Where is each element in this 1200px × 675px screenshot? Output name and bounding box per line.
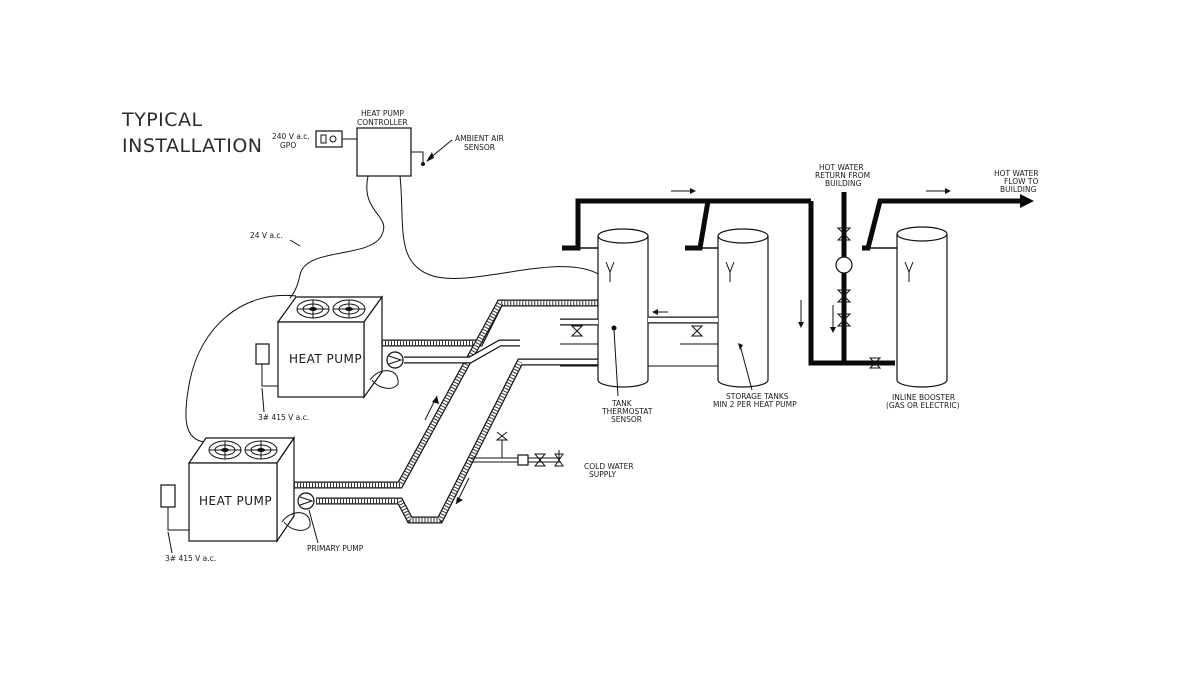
title-line-1: TYPICAL bbox=[121, 109, 203, 131]
power-leader-lower bbox=[167, 531, 173, 554]
return-label-1: HOT WATER bbox=[819, 163, 864, 172]
return-label-3: BUILDING bbox=[825, 179, 862, 188]
tank-sensor-label-1: TANK bbox=[611, 399, 633, 408]
tank-sensor-label-3: SENSOR bbox=[611, 415, 642, 424]
return-line-valves bbox=[835, 227, 853, 327]
flow-label-1: HOT WATER bbox=[994, 169, 1039, 178]
gpo-outlet bbox=[315, 130, 357, 148]
cold-water-supply-line bbox=[470, 431, 564, 467]
return-label-2: RETURN FROM bbox=[815, 171, 870, 180]
isolator-lower bbox=[160, 484, 176, 508]
isolator-lower-cable bbox=[167, 507, 189, 531]
isolator-upper-cable bbox=[261, 364, 278, 387]
heat-pump-lower bbox=[187, 436, 296, 543]
hot-water-header bbox=[562, 192, 1034, 366]
isolator-upper bbox=[255, 343, 270, 365]
power-leader-upper bbox=[261, 387, 265, 413]
tank-sensor-label-2: THERMOSTAT bbox=[601, 407, 653, 416]
heat-pump-controller bbox=[356, 127, 412, 177]
primary-return-pipe bbox=[316, 339, 600, 524]
control-cables bbox=[185, 175, 614, 443]
heat-pump-upper-label: HEAT PUMP bbox=[289, 352, 362, 366]
ambient-label-1: AMBIENT AIR bbox=[455, 134, 504, 143]
storage-leader-arrow bbox=[738, 343, 743, 350]
controller-label-2: CONTROLLER bbox=[357, 118, 408, 127]
flow-label-2: FLOW TO bbox=[1004, 177, 1039, 186]
cold-water-label-2: SUPPLY bbox=[589, 470, 616, 479]
ambient-label-2: SENSOR bbox=[464, 143, 495, 152]
booster-label-2: (GAS OR ELECTRIC) bbox=[886, 401, 960, 410]
cold-water-label-1: COLD WATER bbox=[584, 462, 634, 471]
primary-flow-pipe bbox=[294, 299, 598, 489]
storage-tank-2 bbox=[717, 228, 769, 388]
storage-label-2: MIN 2 PER HEAT PUMP bbox=[713, 400, 797, 409]
heat-pump-lower-label: HEAT PUMP bbox=[199, 494, 272, 508]
storage-label-1: STORAGE TANKS bbox=[726, 392, 789, 401]
primary-pump-leader bbox=[308, 509, 319, 544]
controller-label-1: HEAT PUMP bbox=[361, 109, 404, 118]
power-label-lower: 3# 415 V a.c. bbox=[165, 554, 216, 563]
title-line-2: INSTALLATION bbox=[122, 135, 263, 157]
power-label-upper: 3# 415 V a.c. bbox=[258, 413, 309, 422]
heat-pump-upper bbox=[276, 295, 384, 399]
storage-tank-1 bbox=[597, 228, 649, 388]
storage-leader bbox=[739, 344, 753, 391]
control-voltage-label: 24 V a.c. bbox=[250, 231, 283, 240]
ambient-air-sensor bbox=[411, 139, 453, 166]
primary-pump-label: PRIMARY PUMP bbox=[307, 544, 364, 553]
control-voltage-leader bbox=[289, 239, 301, 247]
booster-label-1: INLINE BOOSTER bbox=[892, 393, 955, 402]
primary-pump-lower bbox=[281, 492, 315, 531]
inline-booster-tank bbox=[868, 226, 948, 388]
gpo-label-2: GPO bbox=[280, 141, 296, 150]
primary-pump-upper bbox=[369, 351, 404, 389]
header-arrows bbox=[671, 188, 951, 333]
tank-interconnect bbox=[560, 309, 718, 367]
gpo-label-1: 240 V a.c. bbox=[272, 132, 310, 141]
flow-label-3: BUILDING bbox=[1000, 185, 1037, 194]
tank-sensor-leader bbox=[613, 329, 619, 397]
primary-flow-arrows bbox=[424, 395, 470, 505]
